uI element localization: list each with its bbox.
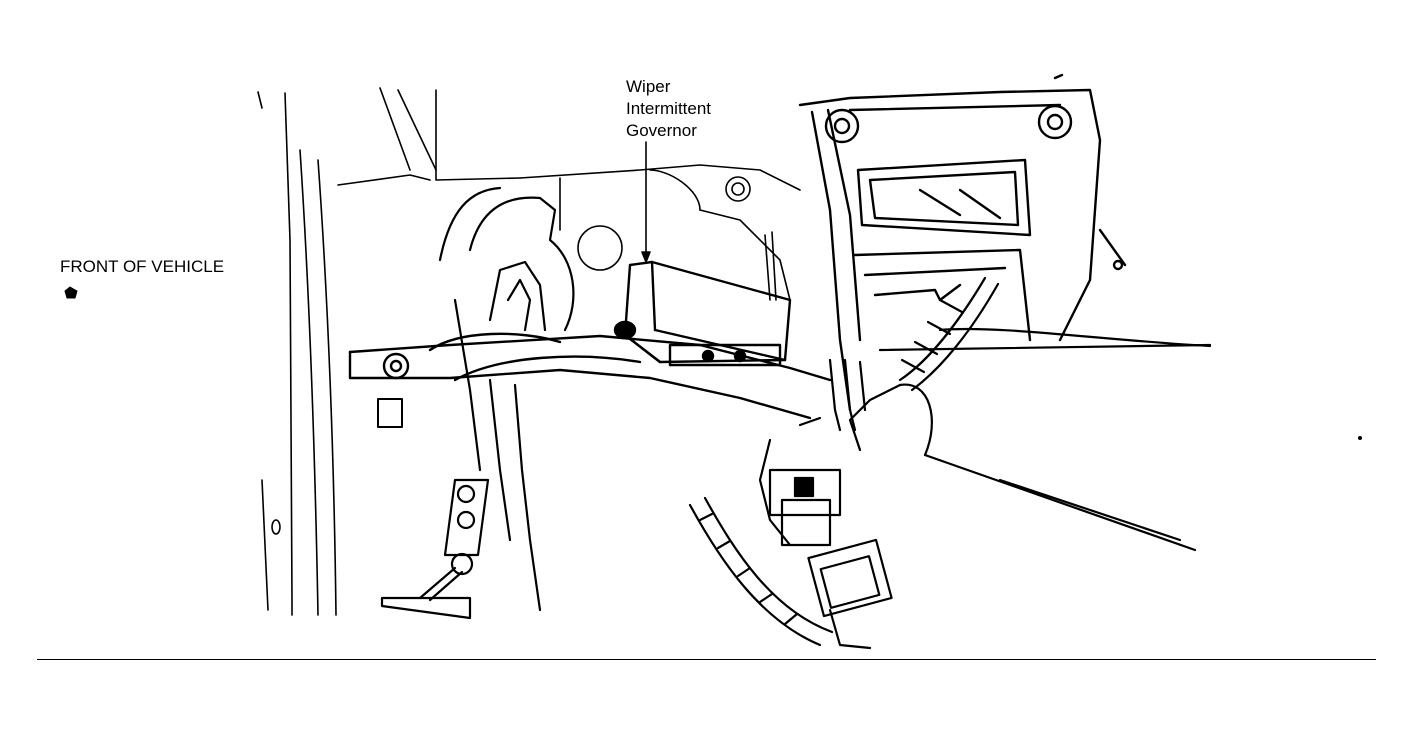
wiring-harness xyxy=(828,276,1000,432)
callout-leader xyxy=(641,141,651,263)
callout-line-2: Intermittent xyxy=(626,99,712,118)
callout-line-1: Wiper xyxy=(626,77,671,96)
hood-release-handle xyxy=(380,478,490,620)
wiper-governor-module xyxy=(613,260,792,367)
steering-support-rail xyxy=(348,332,832,420)
panel-clip xyxy=(377,398,403,428)
dash-structure xyxy=(519,164,801,301)
instrument-mounting-frame xyxy=(798,73,1127,412)
callout-line-3: Governor xyxy=(626,121,697,140)
wiper-governor-callout: Wiper Intermittent Governor xyxy=(626,76,711,142)
bottom-divider xyxy=(37,659,1376,660)
door-pillar xyxy=(257,87,521,616)
front-of-vehicle-label: FRONT OF VEHICLE xyxy=(60,257,225,276)
harness-connector xyxy=(688,416,893,650)
front-arrow-icon xyxy=(64,286,78,299)
pedal-support-bracket xyxy=(438,186,575,612)
reference-dot xyxy=(1358,436,1362,440)
